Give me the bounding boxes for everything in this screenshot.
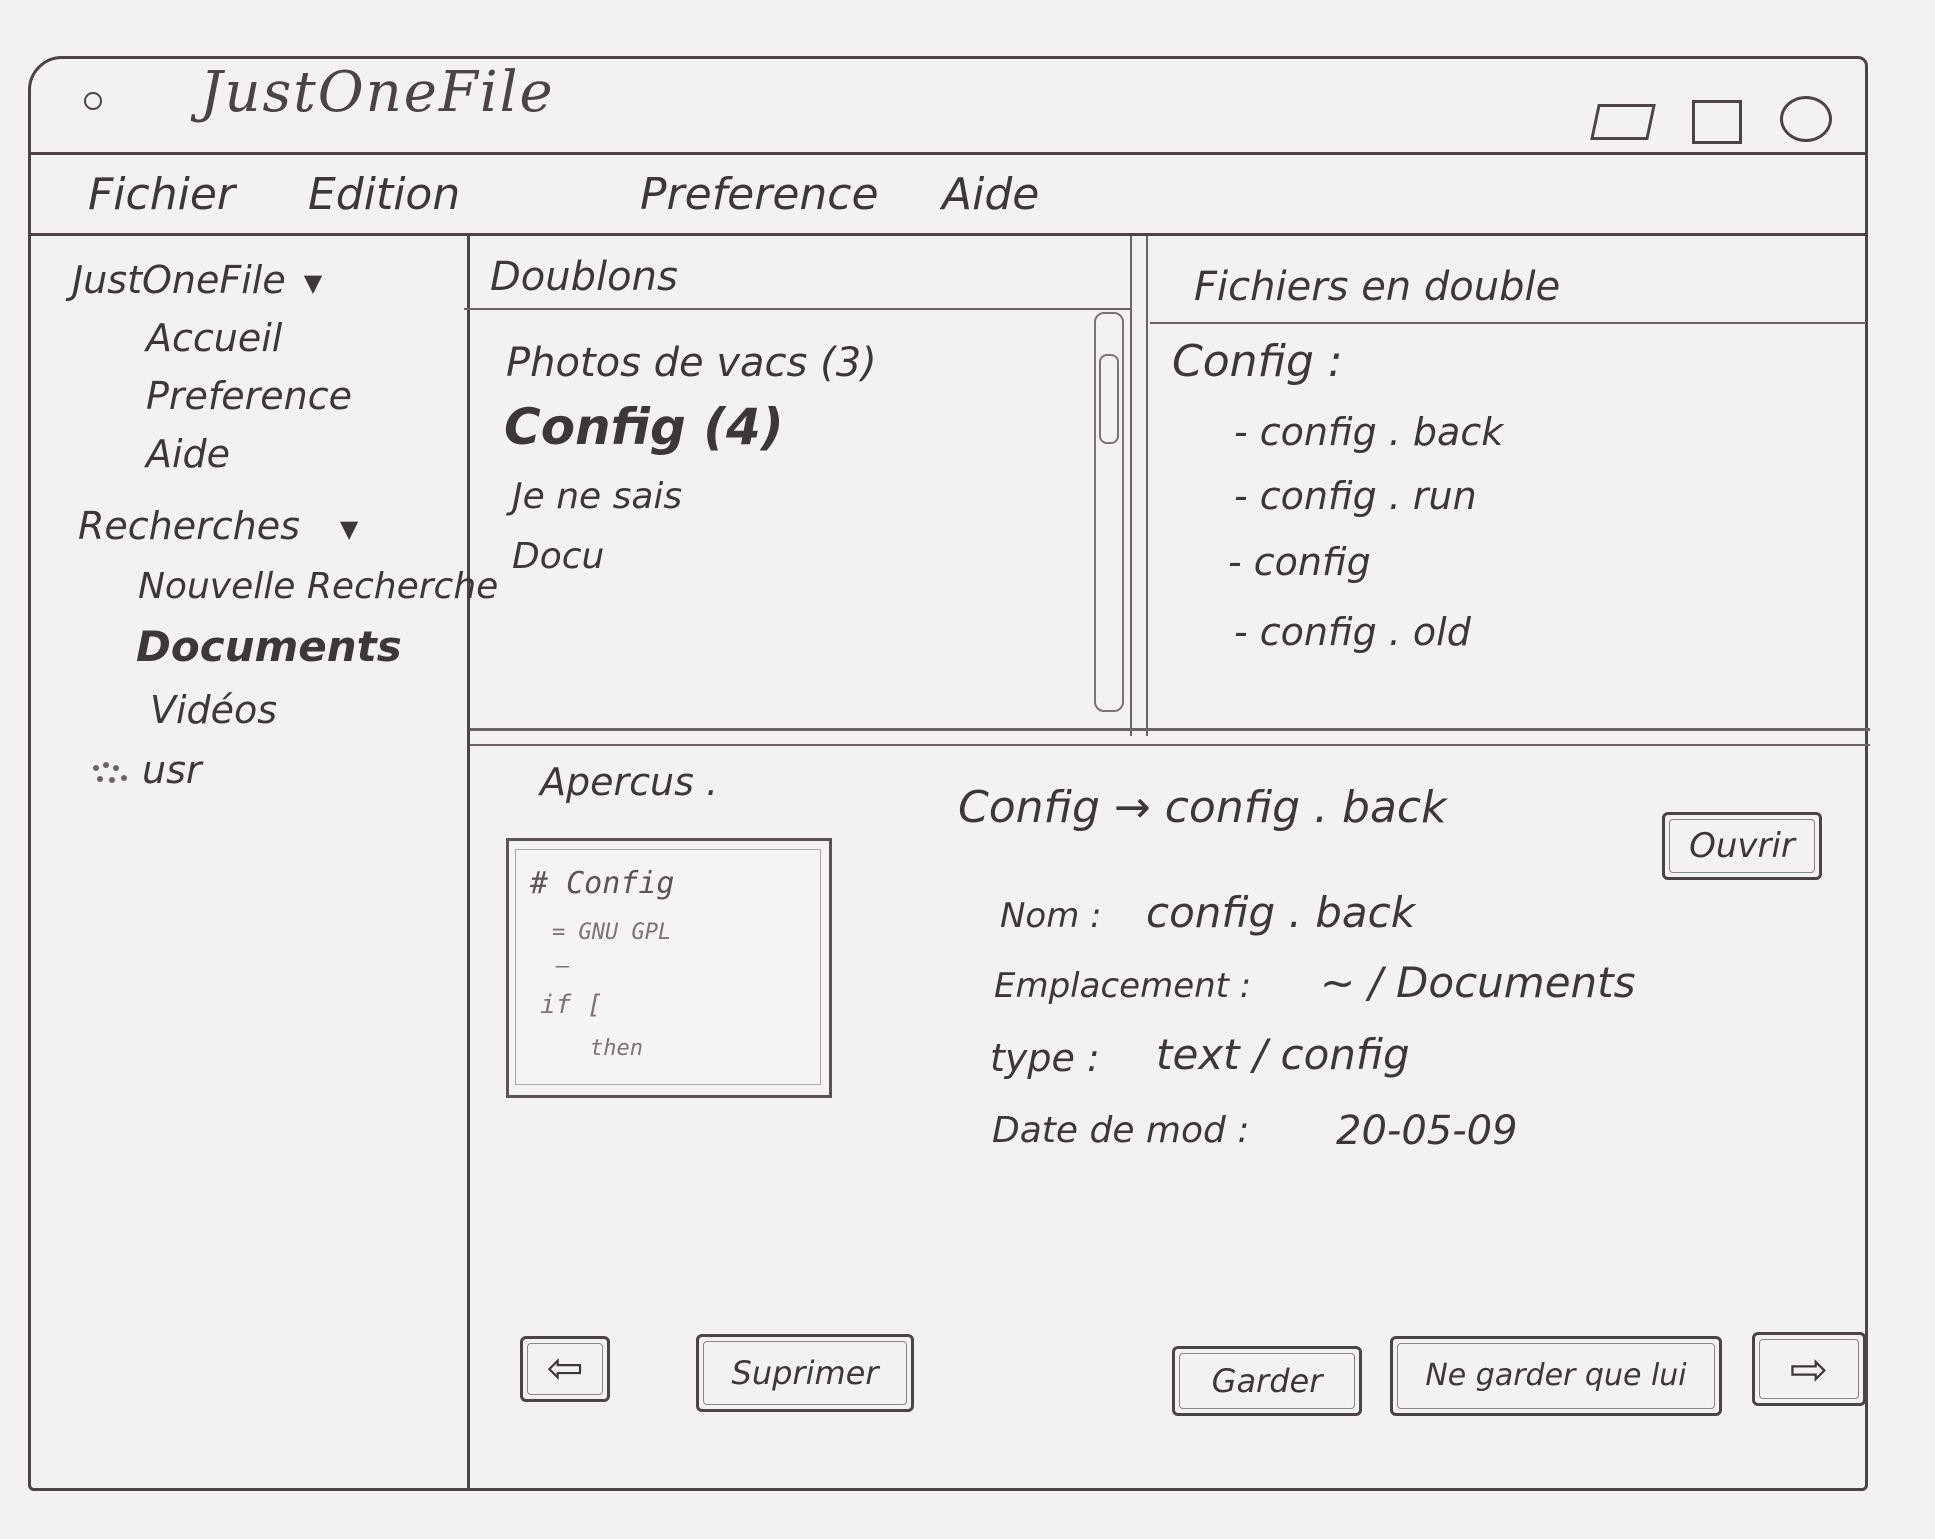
button-inner-border (1179, 1353, 1355, 1409)
preview-line: # Config (530, 866, 675, 901)
panel-splitter-vertical[interactable] (1130, 236, 1132, 736)
nom-value: config . back (1146, 888, 1416, 937)
doublons-title: Doublons (490, 254, 678, 300)
fichiers-en-double-title: Fichiers en double (1194, 264, 1561, 310)
preview-line: if [ (540, 990, 603, 1020)
menu-aide[interactable]: Aide (942, 169, 1040, 220)
date-value: 20-05-09 (1336, 1108, 1518, 1154)
dup-file-item[interactable]: - config . old (1234, 610, 1471, 654)
sidebar-item-videos[interactable]: Vidéos (150, 688, 278, 732)
window-title: JustOneFile (200, 60, 555, 125)
delete-button[interactable]: Suprimer (696, 1334, 914, 1412)
button-inner-border (1669, 819, 1815, 873)
date-label: Date de mod : (992, 1110, 1250, 1151)
doublons-item-photos[interactable]: Photos de vacs (3) (506, 340, 877, 386)
sidebar-item-documents[interactable]: Documents (136, 622, 402, 671)
doublons-scrollbar[interactable] (1094, 312, 1124, 712)
nom-label: Nom : (1000, 896, 1102, 936)
sidebar-section-title: Recherches (78, 504, 300, 548)
sidebar-item-accueil[interactable]: Accueil (146, 316, 283, 360)
window-menu-icon[interactable] (84, 92, 102, 110)
triangle-down-icon[interactable]: ▼ (339, 514, 359, 543)
button-inner-border (1397, 1343, 1715, 1409)
menu-preference[interactable]: Preference (640, 169, 879, 220)
menu-fichier[interactable]: Fichier (88, 169, 235, 220)
panel-splitter-horizontal-2 (470, 744, 1870, 746)
maximize-icon[interactable] (1692, 100, 1742, 144)
doublons-item-je-ne-sais[interactable]: Je ne sais (512, 476, 683, 517)
doublons-header-divider (464, 308, 1130, 310)
open-button[interactable]: Ouvrir (1662, 812, 1822, 880)
triangle-down-icon[interactable]: ▼ (303, 268, 323, 297)
dup-file-item[interactable]: - config . run (1234, 474, 1477, 518)
sidebar-section-justonefile[interactable]: JustOneFile ▼ (72, 258, 322, 302)
sidebar-item-aide[interactable]: Aide (146, 432, 231, 476)
preview-line: – (556, 954, 570, 979)
button-inner-border (527, 1343, 603, 1395)
fichiers-group-label: Config : (1172, 336, 1343, 387)
details-heading: Config → config . back (958, 782, 1447, 833)
keep-only-this-button-label: Ne garder que lui (1425, 1358, 1687, 1393)
keep-button-label: Garder (1211, 1362, 1323, 1400)
file-preview: # Config = GNU GPL – if [ then (506, 838, 832, 1098)
file-preview-inner: # Config = GNU GPL – if [ then (515, 849, 821, 1085)
arrow-right-icon: ⇨ (1789, 1342, 1829, 1396)
button-inner-border (1759, 1339, 1859, 1399)
doublons-item-docu[interactable]: Docu (512, 536, 605, 577)
close-icon[interactable] (1780, 96, 1832, 142)
scrollbar-thumb[interactable] (1099, 354, 1119, 444)
apercus-title: Apercus . (540, 760, 719, 804)
dup-file-item[interactable]: - config (1228, 540, 1371, 584)
dup-file-item[interactable]: - config . back (1234, 410, 1504, 454)
menu-bar: Fichier Edition Preference Aide (30, 152, 1866, 236)
sidebar-section-title: JustOneFile (72, 258, 286, 302)
previous-button[interactable]: ⇦ (520, 1336, 610, 1402)
emplacement-value: ~ / Documents (1320, 958, 1636, 1007)
keep-button[interactable]: Garder (1172, 1346, 1362, 1416)
sidebar-item-nouvelle-recherche[interactable]: Nouvelle Recherche (138, 566, 499, 607)
next-button[interactable]: ⇨ (1752, 1332, 1866, 1406)
fichiers-header-divider (1150, 322, 1866, 324)
preview-line: then (590, 1036, 643, 1061)
delete-button-label: Suprimer (731, 1354, 879, 1392)
preview-line: = GNU GPL (552, 920, 672, 945)
sidebar-item-preference[interactable]: Preference (146, 374, 353, 418)
sidebar-item-usr[interactable]: usr (90, 748, 202, 792)
type-label: type : (990, 1036, 1100, 1080)
panel-splitter-vertical-2 (1146, 236, 1148, 736)
keep-only-this-button[interactable]: Ne garder que lui (1390, 1336, 1722, 1416)
emplacement-label: Emplacement : (994, 966, 1252, 1006)
sidebar-item-label: usr (142, 748, 202, 792)
arrow-left-icon: ⇦ (546, 1343, 584, 1394)
menu-edition[interactable]: Edition (308, 169, 461, 220)
doublons-item-config[interactable]: Config (4) (504, 398, 784, 456)
sidebar: JustOneFile ▼ Accueil Preference Aide Rec… (30, 236, 498, 1490)
minimize-icon[interactable] (1590, 104, 1656, 140)
open-button-label: Ouvrir (1689, 826, 1795, 866)
panel-splitter-horizontal[interactable] (470, 728, 1870, 731)
app-window (28, 56, 1868, 1491)
type-value: text / config (1156, 1030, 1410, 1079)
button-inner-border (703, 1341, 907, 1405)
loading-dots-icon (93, 761, 127, 783)
sidebar-section-recherches[interactable]: Recherches ▼ (78, 504, 358, 548)
